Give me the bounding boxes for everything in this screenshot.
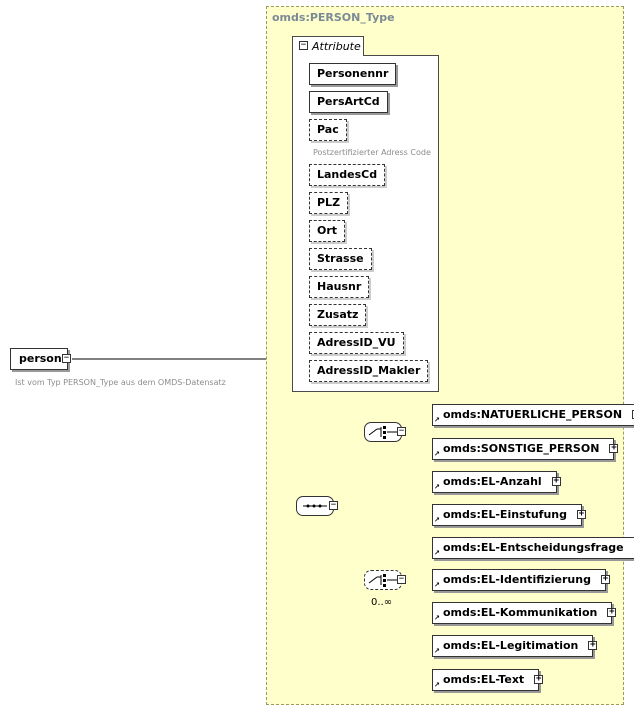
element-el-legitimation[interactable]: ↗ omds:EL-Legitimation + <box>432 635 598 657</box>
reference-arrow-icon: ↗ <box>434 581 440 589</box>
attribute-group-tab[interactable] <box>292 36 364 56</box>
root-element-doc: Ist vom Typ PERSON_Type aus dem OMDS-Dat… <box>15 378 226 387</box>
element-label: omds:NATUERLICHE_PERSON <box>443 408 623 421</box>
attribute-landescd[interactable]: LandesCd <box>309 164 386 186</box>
element-label: omds:EL-Anzahl <box>443 475 542 488</box>
expand-icon[interactable]: + <box>600 574 610 584</box>
reference-arrow-icon: ↗ <box>434 416 440 424</box>
element-el-entscheidungsfrage[interactable]: ↗ omds:EL-Entscheidungsfrage + <box>432 537 634 559</box>
element-label: omds:SONSTIGE_PERSON <box>443 442 600 455</box>
choice-icon <box>368 574 397 587</box>
element-label: omds:EL-Einstufung <box>443 508 568 521</box>
choice-compositor[interactable] <box>364 422 402 442</box>
root-element-person[interactable]: person <box>10 348 68 370</box>
attribute-personennr[interactable]: Personennr <box>309 63 397 85</box>
collapse-icon[interactable]: − <box>397 574 406 584</box>
element-sonstige-person[interactable]: ↗ omds:SONSTIGE_PERSON + <box>432 438 619 460</box>
reference-arrow-icon: ↗ <box>434 516 440 524</box>
expand-icon[interactable]: + <box>609 443 619 453</box>
attribute-zusatz[interactable]: Zusatz <box>309 304 367 326</box>
attribute-group-label: Attribute <box>312 40 361 53</box>
sequence-icon <box>303 504 327 508</box>
element-el-identifizierung[interactable]: ↗ omds:EL-Identifizierung + <box>432 569 610 591</box>
reference-arrow-icon: ↗ <box>434 681 440 689</box>
attribute-adressid-vu[interactable]: AdressID_VU <box>309 332 404 354</box>
element-label: omds:EL-Legitimation <box>443 639 579 652</box>
element-label: omds:EL-Text <box>443 673 525 686</box>
attribute-persartcd[interactable]: PersArtCd <box>309 91 388 113</box>
element-label: omds:EL-Identifizierung <box>443 573 591 586</box>
expand-icon[interactable]: + <box>534 674 544 684</box>
attribute-adressid-makler[interactable]: AdressID_Makler <box>309 360 429 382</box>
root-element-label: person <box>19 352 62 365</box>
element-el-einstufung[interactable]: ↗ omds:EL-Einstufung + <box>432 504 587 526</box>
element-label: omds:EL-Kommunikation <box>443 606 598 619</box>
attribute-pac-doc: Postzertifizierter Adress Code <box>313 148 431 157</box>
attribute-hausnr[interactable]: Hausnr <box>309 276 370 298</box>
reference-arrow-icon: ↗ <box>434 549 440 557</box>
expand-icon[interactable]: + <box>577 509 587 519</box>
attribute-strasse[interactable]: Strasse <box>309 248 372 270</box>
element-natuerliche-person[interactable]: ↗ omds:NATUERLICHE_PERSON + <box>432 404 634 426</box>
reference-arrow-icon: ↗ <box>434 647 440 655</box>
expand-icon[interactable]: + <box>607 607 617 617</box>
sequence-compositor[interactable] <box>296 496 334 516</box>
occurrence-label: 0..∞ <box>371 597 393 608</box>
reference-arrow-icon: ↗ <box>434 483 440 491</box>
attribute-ort[interactable]: Ort <box>309 220 346 242</box>
expand-icon[interactable]: + <box>588 640 598 650</box>
reference-arrow-icon: ↗ <box>434 450 440 458</box>
collapse-icon[interactable]: − <box>62 353 71 363</box>
element-el-text[interactable]: ↗ omds:EL-Text + <box>432 669 544 691</box>
reference-arrow-icon: ↗ <box>434 614 440 622</box>
type-title: omds:PERSON_Type <box>272 11 395 24</box>
choice-icon <box>368 426 397 439</box>
collapse-icon[interactable]: − <box>329 500 338 510</box>
element-el-anzahl[interactable]: ↗ omds:EL-Anzahl + <box>432 471 561 493</box>
collapse-icon[interactable]: − <box>397 426 406 436</box>
collapse-icon[interactable]: − <box>299 40 308 50</box>
element-el-kommunikation[interactable]: ↗ omds:EL-Kommunikation + <box>432 602 617 624</box>
expand-icon[interactable]: + <box>551 476 561 486</box>
element-label: omds:EL-Entscheidungsfrage <box>443 541 624 554</box>
attribute-plz[interactable]: PLZ <box>309 192 349 214</box>
attribute-pac[interactable]: Pac <box>309 119 347 141</box>
